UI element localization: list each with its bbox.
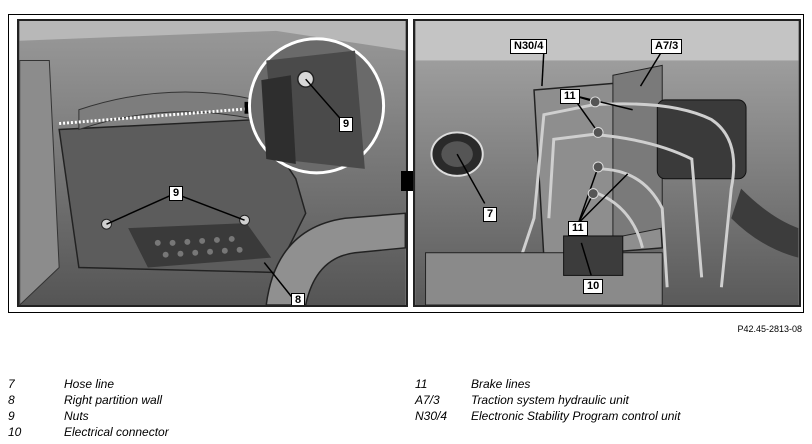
legend-label: Nuts — [64, 409, 89, 423]
legend-label: Brake lines — [471, 377, 531, 391]
legend-item: 8 Right partition wall — [8, 392, 169, 408]
legend-item: 9 Nuts — [8, 408, 169, 424]
legend-item: 11 Brake lines — [415, 376, 680, 392]
legend-number: 9 — [8, 409, 15, 423]
callout-a7-3: A7/3 — [651, 39, 683, 54]
legend-number: N30/4 — [415, 409, 448, 423]
legend-label: Electronic Stability Program control uni… — [471, 409, 681, 423]
callout-11-upper: 11 — [560, 89, 580, 104]
legend-item: 10 Electrical connector — [8, 424, 169, 440]
callout-7: 7 — [483, 207, 498, 222]
callout-n30-4: N30/4 — [510, 39, 548, 54]
hydraulic-unit-illustration — [415, 21, 799, 305]
legend-item: A7/3 Traction system hydraulic unit — [415, 392, 680, 408]
callout-8: 8 — [291, 293, 306, 305]
engine-bay-illustration — [19, 21, 406, 305]
legend-number: 8 — [8, 393, 15, 407]
legend-label: Right partition wall — [64, 393, 163, 407]
legend-left: 7 Hose line 8 Right partition wall 9 Nuts 1… — [8, 376, 169, 440]
legend-number: 11 — [415, 377, 428, 391]
legend-item: N30/4 Electronic Stability Program contro… — [415, 408, 680, 424]
callout-11-lower: 11 — [568, 221, 588, 236]
figure-frame: 9 9 8 — [8, 14, 804, 313]
engine-bay-photo: 9 9 8 — [17, 19, 408, 307]
legend-right: 11 Brake lines A7/3 Traction system hydrau… — [415, 376, 680, 424]
legend-number: 10 — [8, 425, 22, 439]
legend-number: A7/3 — [415, 393, 440, 407]
legend-item: 7 Hose line — [8, 376, 169, 392]
legend-label: Traction system hydraulic unit — [471, 393, 629, 407]
legend-label: Hose line — [64, 377, 115, 391]
callout-9-nuts: 9 — [169, 186, 184, 201]
callout-10: 10 — [583, 279, 604, 294]
callout-9-zoom: 9 — [339, 117, 354, 132]
legend-number: 7 — [8, 377, 15, 391]
hydraulic-unit-photo: N30/4 A7/3 11 11 7 10 — [413, 19, 801, 307]
figure-reference: P42.45-2813-08 — [737, 324, 802, 334]
legend-label: Electrical connector — [64, 425, 169, 439]
